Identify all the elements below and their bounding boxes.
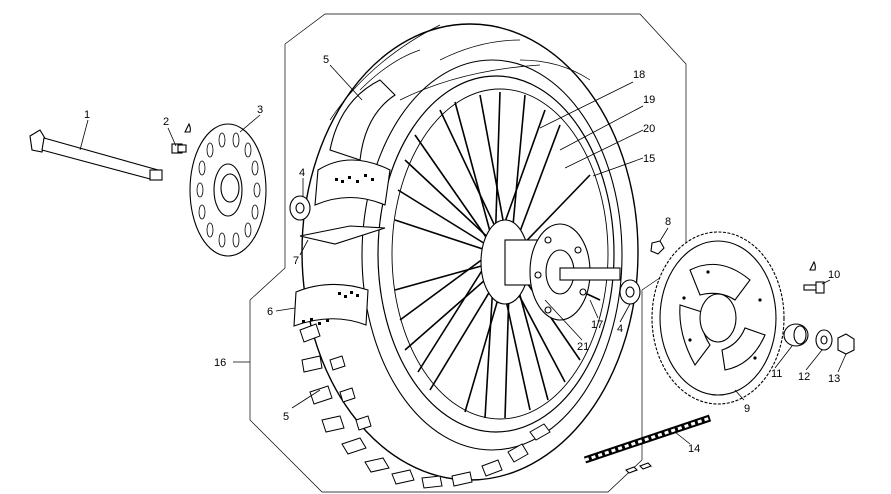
callout-19: 19 [643, 94, 655, 106]
hub-bolt [579, 288, 587, 296]
washer [815, 329, 833, 351]
callout-14: 14 [688, 443, 700, 455]
callout-4b: 4 [617, 323, 623, 335]
inner-tube-texture [302, 291, 359, 325]
inner-tube-upper [314, 159, 391, 206]
callouts: 1 2 3 4 4 5 5 6 7 8 9 10 11 12 13 14 15 … [84, 54, 840, 455]
spacer [783, 323, 809, 347]
sprocket-bolt [803, 260, 825, 294]
rear-wheel [299, 23, 639, 489]
callout-8: 8 [665, 216, 671, 228]
inner-tube [293, 283, 369, 327]
drive-chain [583, 414, 712, 474]
callout-16: 16 [214, 357, 226, 369]
sprocket-window [689, 263, 751, 301]
callout-21: 21 [577, 341, 589, 353]
callout-15: 15 [643, 153, 655, 165]
assembly-outline [249, 13, 687, 493]
rear-axle [29, 129, 163, 181]
callout-13: 13 [828, 373, 840, 385]
sprocket-window [721, 327, 766, 371]
tube-texture [335, 174, 374, 183]
hub-bolt [534, 271, 542, 279]
hub-bolt [544, 306, 552, 314]
spokes [394, 91, 601, 419]
callout-18: 18 [633, 69, 645, 81]
tyre-section-upper [329, 79, 396, 161]
callout-9: 9 [744, 403, 750, 415]
callout-20: 20 [643, 123, 655, 135]
callout-6: 6 [267, 306, 273, 318]
tyre-tread [299, 323, 551, 489]
callout-5b: 5 [283, 411, 289, 423]
sprocket-nut [650, 240, 665, 255]
callout-3: 3 [257, 104, 263, 116]
callout-2: 2 [163, 116, 169, 128]
disc-bolt [171, 122, 191, 154]
hub-spindle [559, 267, 621, 281]
callout-7: 7 [293, 255, 299, 267]
axle-shaft [41, 137, 159, 181]
leader-lines [79, 64, 847, 445]
callout-1: 1 [84, 109, 90, 121]
rim-band [299, 225, 386, 245]
bearing-right [619, 279, 641, 305]
rear-sprocket [651, 231, 785, 405]
callout-17: 17 [591, 319, 603, 331]
hub-bolt [544, 236, 552, 244]
brake-disc [189, 123, 267, 257]
bearing-left [289, 195, 311, 221]
hub-bolt [574, 246, 582, 254]
callout-11: 11 [771, 368, 782, 380]
axle-nut [837, 333, 855, 355]
callout-4a: 4 [299, 167, 305, 179]
axle-thread [149, 169, 163, 181]
callout-5a: 5 [323, 54, 329, 66]
tyre-sipes [329, 24, 591, 121]
callout-10: 10 [828, 269, 840, 281]
callout-12: 12 [798, 371, 810, 383]
